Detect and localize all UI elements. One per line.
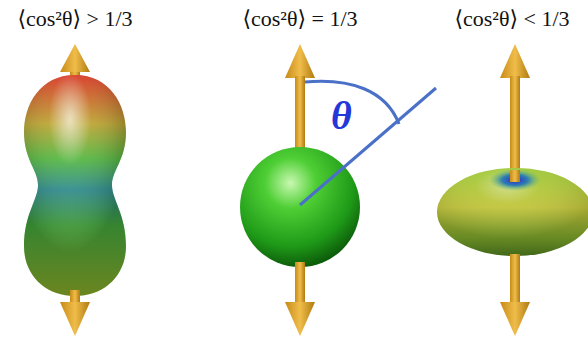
prolate-distribution bbox=[24, 44, 126, 336]
oblate-disk bbox=[437, 44, 588, 336]
isotropic-sphere bbox=[240, 44, 436, 336]
order-parameter-label: ⟨cos²θ⟩ > 1/3 bbox=[17, 6, 132, 32]
angle-label: θ bbox=[331, 96, 352, 136]
order-parameter-label: ⟨cos²θ⟩ < 1/3 bbox=[454, 6, 569, 32]
order-parameter-label: ⟨cos²θ⟩ = 1/3 bbox=[242, 6, 357, 32]
